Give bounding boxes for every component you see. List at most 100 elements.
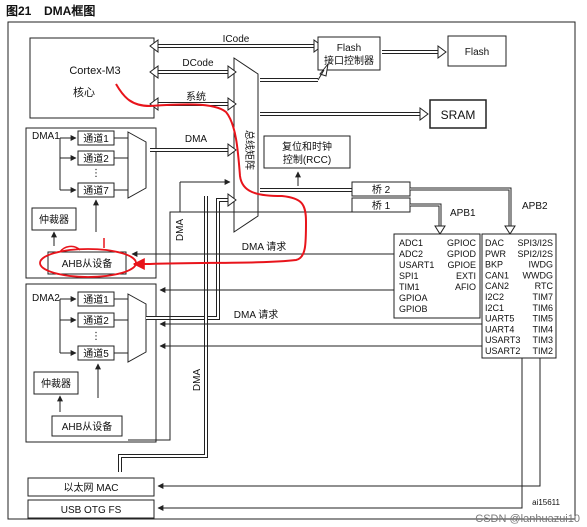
rcc-line1: 复位和时钟 <box>282 140 332 153</box>
apb2-peripherals-block: DACPWRBKPCAN1CAN2I2C2I2C1UART5UART4USART… <box>481 233 557 359</box>
dma1-ellipsis: ⋮ <box>91 168 101 179</box>
apb2-label: APB2 <box>522 201 548 212</box>
dma1-label: DMA1 <box>32 131 60 142</box>
cortex-line1: Cortex-M3 <box>69 65 120 77</box>
bridge-2-label: 桥 2 <box>372 184 391 196</box>
dma-request-label-2: DMA 请求 <box>234 308 278 321</box>
system-bus: 系统 <box>149 90 237 111</box>
dma1-channel-7: 通道7 <box>77 182 115 198</box>
dma2-arbiter: 仲裁器 <box>33 371 79 395</box>
svg-text:通道2: 通道2 <box>83 152 109 165</box>
peripheral-label: GPIOE <box>447 260 476 270</box>
csdn-watermark: CSDN @lanhuazui10 <box>475 513 580 525</box>
dma-request-1: DMA 请求 <box>131 240 394 257</box>
peripheral-label: I2C2 <box>485 292 504 302</box>
peripheral-label: EXTI <box>456 271 476 281</box>
apb1-bus: APB1 <box>410 203 476 235</box>
dma-bus-label: DMA <box>185 134 208 145</box>
matrix-to-sram <box>260 107 429 121</box>
doc-id: ai15611 <box>532 498 560 507</box>
peripheral-label: TIM1 <box>399 282 420 292</box>
cortex-line2: 核心 <box>73 85 95 99</box>
svg-text:通道5: 通道5 <box>83 347 109 360</box>
rcc-block: 复位和时钟 控制(RCC) <box>263 135 351 169</box>
system-label: 系统 <box>186 90 206 103</box>
icode-bus: ICode <box>149 34 323 53</box>
peripheral-label: UART4 <box>485 324 514 334</box>
svg-text:通道7: 通道7 <box>83 184 109 197</box>
rcc-line2: 控制(RCC) <box>283 153 331 166</box>
peripheral-label: TIM4 <box>532 324 553 334</box>
peripheral-label: CAN2 <box>485 281 509 291</box>
dma2-channel-2: 通道2 <box>77 312 115 328</box>
sram-label: SRAM <box>441 108 476 122</box>
apb2-peripheral-list-2: SPI3/I2SSPI2/I2SIWDGWWDGRTCTIM7TIM6TIM5T… <box>517 238 553 356</box>
svg-text:仲裁器: 仲裁器 <box>39 213 69 226</box>
dma-vertical-label-2: DMA <box>192 369 203 392</box>
peripheral-label: DAC <box>485 238 505 248</box>
svg-text:仲裁器: 仲裁器 <box>41 377 71 390</box>
peripheral-label: GPIOD <box>447 249 477 259</box>
peripheral-label: TIM6 <box>532 303 553 313</box>
figure-number: 图21 <box>6 4 32 18</box>
peripheral-label: BKP <box>485 260 503 270</box>
right-side-links <box>157 358 541 511</box>
peripheral-label: USART2 <box>485 346 520 356</box>
red-annotation <box>39 83 308 278</box>
icode-label: ICode <box>223 34 250 45</box>
dma2-ellipsis: ⋮ <box>91 331 101 342</box>
dcode-label: DCode <box>182 58 214 69</box>
peripheral-label: RTC <box>535 281 554 291</box>
dma2-ahb-slave: AHB从设备 <box>51 415 123 437</box>
peripheral-label: USART3 <box>485 335 520 345</box>
peripheral-label: SPI1 <box>399 271 419 281</box>
apb1-label: APB1 <box>450 208 476 219</box>
peripheral-label: SPI3/I2S <box>517 238 553 248</box>
dma2-mux <box>127 293 147 363</box>
peripheral-label: SPI2/I2S <box>517 249 553 259</box>
peripheral-label: CAN1 <box>485 270 509 280</box>
ethernet-label: 以太网 MAC <box>64 481 119 494</box>
bus-matrix-label: 总线矩阵 <box>243 130 256 170</box>
peripheral-label: GPIOB <box>399 304 428 314</box>
dma2-block: DMA2 通道1 通道2 ⋮ 通道5 仲裁器 AHB从设备 <box>25 283 157 443</box>
dma1-ahb-slave: AHB从设备 <box>47 251 127 275</box>
peripheral-label: PWR <box>485 249 506 259</box>
peripheral-label: IWDG <box>529 260 554 270</box>
matrix-to-flash-ctrl <box>260 62 329 82</box>
peripheral-label: GPIOC <box>447 238 477 248</box>
dma-request-label-1: DMA 请求 <box>242 240 286 253</box>
flash-label: Flash <box>465 47 489 58</box>
svg-text:AHB从设备: AHB从设备 <box>62 257 113 270</box>
usb-label: USB OTG FS <box>61 505 122 516</box>
flash-ctrl-line2: 接口控制器 <box>324 54 374 67</box>
figure-title: DMA框图 <box>44 3 95 18</box>
bus-matrix: 总线矩阵 <box>233 57 259 233</box>
peripheral-label: ADC1 <box>399 238 423 248</box>
peripheral-label: I2C1 <box>485 303 504 313</box>
dma-request-2: DMA 请求 <box>159 308 482 327</box>
dma-vertical-label-1: DMA <box>175 219 186 242</box>
dma1-mux <box>127 131 147 199</box>
svg-text:AHB从设备: AHB从设备 <box>62 420 113 433</box>
ahb-slave-links <box>128 179 352 441</box>
sram-block: SRAM <box>429 99 487 129</box>
cortex-m3-block: Cortex-M3 核心 <box>29 37 155 119</box>
dcode-bus: DCode <box>149 58 237 79</box>
peripheral-label: UART5 <box>485 314 514 324</box>
peripheral-label: TIM7 <box>532 292 553 302</box>
peripheral-label: WWDG <box>523 270 554 280</box>
dma1-channel-1: 通道1 <box>77 130 115 146</box>
dma1-bus: DMA <box>150 134 237 157</box>
peripheral-label: TIM2 <box>532 346 553 356</box>
dma1-arbiter: 仲裁器 <box>31 207 77 231</box>
dma1-channel-2: 通道2 <box>77 150 115 166</box>
bridge-2-block: 桥 2 <box>351 181 411 197</box>
apb2-peripheral-list-1: DACPWRBKPCAN1CAN2I2C2I2C1UART5UART4USART… <box>485 238 520 356</box>
dma2-channel-5: 通道5 <box>77 345 115 361</box>
